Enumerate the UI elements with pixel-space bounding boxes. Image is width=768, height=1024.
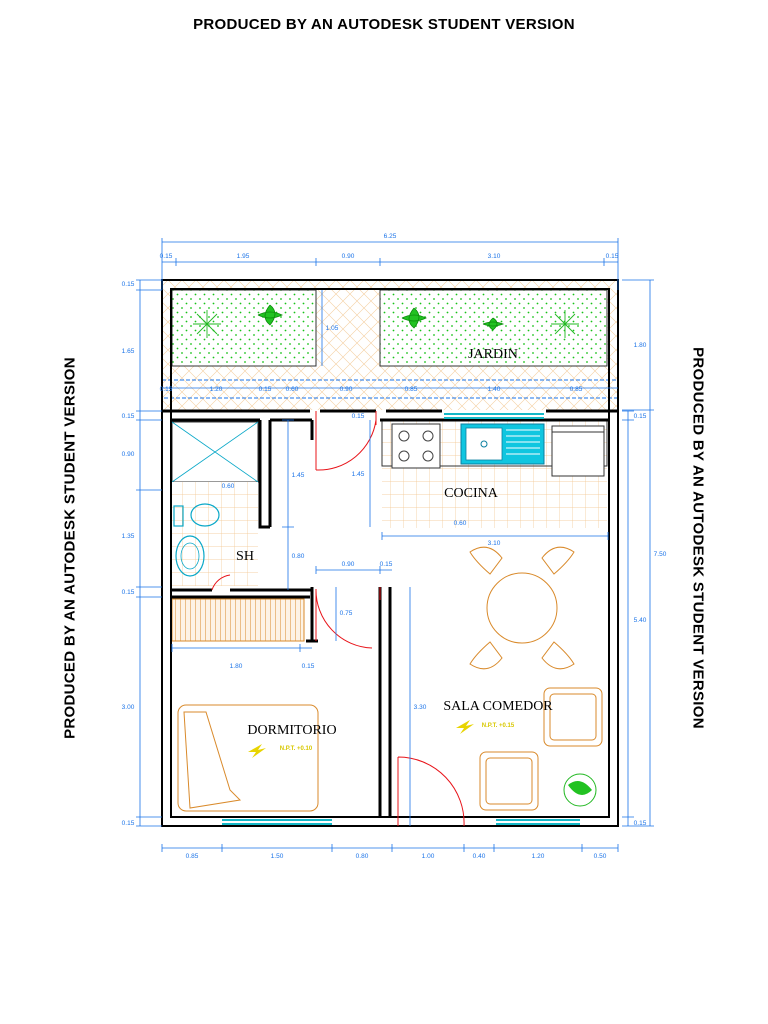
- walls: [161, 279, 619, 827]
- dim-bottom-4: 0.40: [473, 853, 486, 860]
- dim-sh-small: 0.60: [222, 483, 235, 490]
- room-label-sh: SH: [236, 549, 254, 564]
- shrub-icon: [193, 310, 579, 338]
- dim-bottom-5: 1.20: [532, 853, 545, 860]
- plant-pot-icon: [563, 773, 597, 807]
- level-marker-dormitorio: N.P.T. +0.10: [248, 744, 313, 758]
- room-label-dormitorio: DORMITORIO: [247, 723, 336, 738]
- garden-area: [161, 280, 619, 410]
- dim-door-h2: 0.15: [380, 561, 393, 568]
- dim-top-2: 0.90: [342, 253, 355, 260]
- dim-kitchen-top: 0.15: [352, 413, 365, 420]
- windows: [222, 413, 580, 825]
- dim-jardin-inner: 1.05: [326, 325, 339, 332]
- dim-cocina-small: 0.60: [454, 520, 467, 527]
- staircase: [171, 598, 305, 642]
- dim-bottom-2: 0.80: [356, 853, 369, 860]
- dim-top-0: 0.15: [160, 253, 173, 260]
- dim-left-7: 0.15: [122, 820, 135, 827]
- dim-bottom-1: 1.50: [271, 853, 284, 860]
- dim-garden-3: 0.60: [286, 386, 299, 393]
- furniture: [177, 546, 603, 812]
- dim-garden-5: 0.85: [405, 386, 418, 393]
- dim-bottom-3: 1.00: [422, 853, 435, 860]
- room-label-cocina: COCINA: [444, 486, 499, 501]
- dim-right-2: 5.40: [634, 617, 647, 624]
- fridge-icon: [551, 425, 605, 477]
- dim-hall-v2: 1.45: [352, 471, 365, 478]
- level-text-dormitorio: N.P.T. +0.10: [280, 746, 313, 752]
- dim-left-6: 3.00: [122, 704, 135, 711]
- dim-sala-v: 3.30: [414, 704, 427, 711]
- dim-garden-6: 1.40: [488, 386, 501, 393]
- doors: [211, 411, 465, 827]
- dim-cocina-w: 3.10: [488, 540, 501, 547]
- dim-stair-w2: 0.15: [302, 663, 315, 670]
- dim-garden-1: 1.20: [210, 386, 223, 393]
- watermark-top: PRODUCED BY AN AUTODESK STUDENT VERSION: [193, 16, 575, 33]
- dim-garden-4: 0.90: [340, 386, 353, 393]
- plant-icon: [257, 304, 505, 331]
- dim-right-1: 7.50: [654, 551, 667, 558]
- dim-bottom-0: 0.85: [186, 853, 199, 860]
- level-text-sala: N.P.T. +0.15: [482, 723, 515, 729]
- dim-right-inner-1: 0.15: [634, 820, 647, 827]
- dimension-lines: [136, 238, 654, 852]
- dim-left-4: 1.35: [122, 533, 135, 540]
- room-label-sala-comedor: SALA COMEDOR: [443, 699, 553, 714]
- dim-bottom-6: 0.50: [594, 853, 607, 860]
- dim-garden-0: 0.15: [160, 386, 173, 393]
- dim-hall-v1: 1.45: [292, 472, 305, 479]
- bathroom-fixtures: [171, 421, 259, 586]
- room-label-jardin: JARDIN: [468, 347, 518, 362]
- dim-left-1: 1.65: [122, 348, 135, 355]
- dim-left-5: 0.15: [122, 589, 135, 596]
- dim-left-3: 0.90: [122, 451, 135, 458]
- dim-door-h: 0.90: [342, 561, 355, 568]
- sink-icon: [460, 423, 545, 465]
- dim-right-inner-0: 0.15: [634, 413, 647, 420]
- dim-top-3: 3.10: [488, 253, 501, 260]
- dim-door-v: 0.75: [340, 610, 353, 617]
- dim-garden-2: 0.15: [259, 386, 272, 393]
- dim-overall-width: 6.25: [384, 233, 397, 240]
- dim-stair-w: 1.80: [230, 663, 243, 670]
- dim-left-0: 0.15: [122, 281, 135, 288]
- level-marker-sala: N.P.T. +0.15: [456, 720, 515, 734]
- dim-top-1: 1.95: [237, 253, 250, 260]
- dim-right-0: 1.80: [634, 342, 647, 349]
- stove-icon: [391, 423, 441, 469]
- dim-garden-7: 0.85: [570, 386, 583, 393]
- dim-left-2: 0.15: [122, 413, 135, 420]
- dim-hall-v3: 0.80: [292, 553, 305, 560]
- dim-top-4: 0.15: [606, 253, 619, 260]
